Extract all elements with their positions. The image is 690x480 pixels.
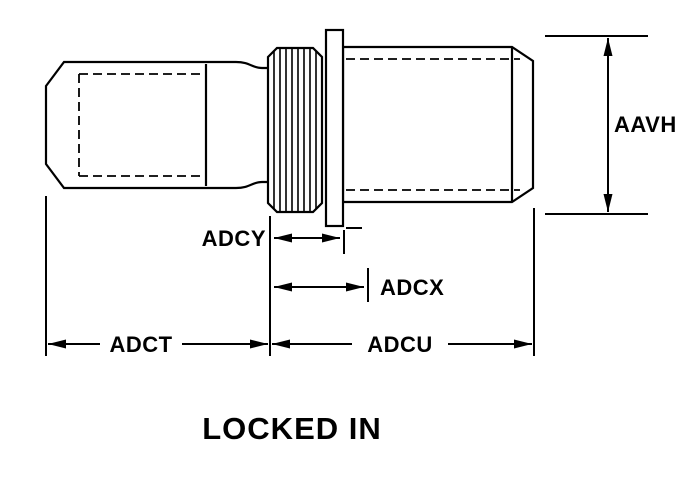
flange-plate	[324, 28, 345, 228]
knurl-lines	[273, 49, 317, 211]
label-adcy: ADCY	[202, 226, 266, 251]
label-aavh: AAVH	[614, 112, 677, 137]
dimension-labels: AAVH ADCY ADCX ADCT ADCU LOCKED IN	[109, 112, 676, 446]
left-shank-hidden-lines	[78, 64, 208, 186]
label-adcu: ADCU	[367, 332, 433, 357]
knurled-collar	[266, 46, 324, 214]
label-adcx: ADCX	[380, 275, 444, 300]
dim-aavh	[545, 35, 648, 215]
dimension-lines	[45, 35, 648, 356]
dim-adcy	[274, 227, 362, 254]
diagram-caption: LOCKED IN	[202, 411, 382, 446]
label-adct: ADCT	[109, 332, 172, 357]
right-threaded-body	[341, 45, 535, 204]
right-body-hidden-lines	[346, 58, 520, 191]
dim-adcx	[274, 268, 369, 302]
part-geometry	[44, 28, 535, 228]
